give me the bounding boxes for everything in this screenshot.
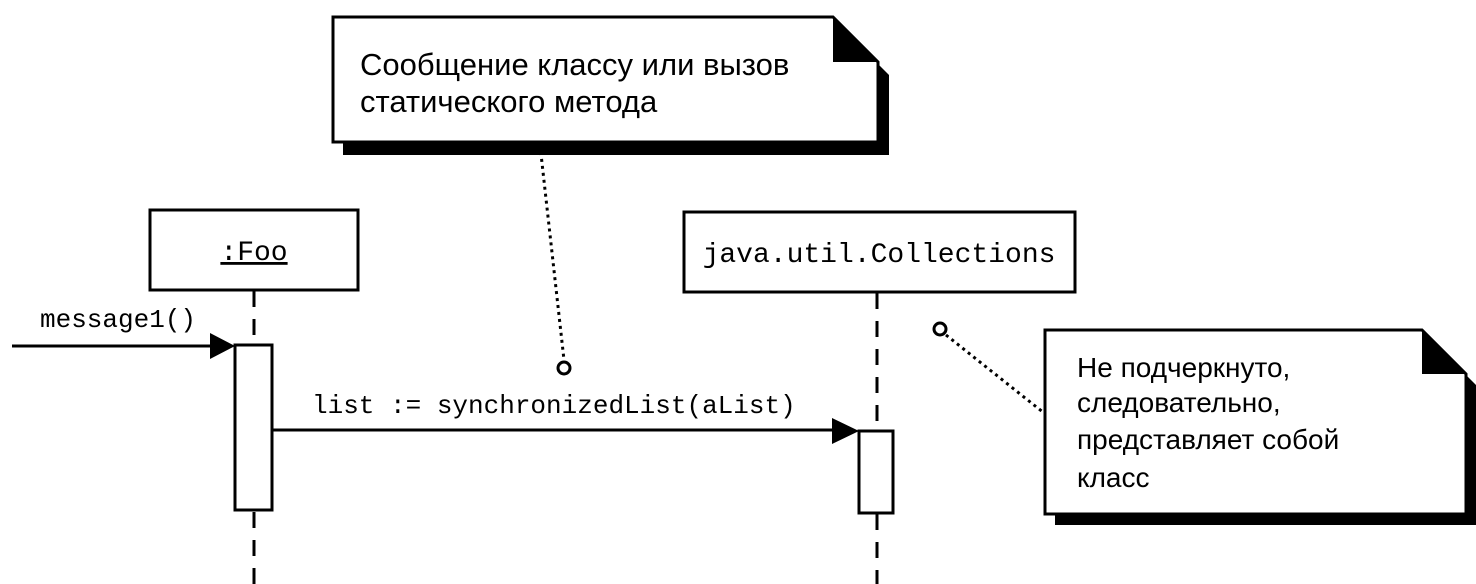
anchor-dotted-line <box>538 144 566 361</box>
note-not-underlined-line-3: представляет собой <box>1077 424 1339 455</box>
note-static-call-line-2: статического метода <box>360 84 658 119</box>
lifeline-collections: java.util.Collections <box>682 210 1077 584</box>
note-static-call-line-1: Сообщение классу или вызов <box>360 47 789 82</box>
note-not-underlined-fold <box>1422 330 1466 374</box>
note-not-underlined: Не подчеркнуто, следовательно, представл… <box>1043 328 1476 525</box>
message-call-label: list := synchronizedList(aList) <box>312 391 796 421</box>
activation-collections <box>857 429 895 515</box>
svg-text:Сообщение классу или вызов: Сообщение классу или вызов статического … <box>360 47 798 119</box>
note-static-call-anchor <box>538 144 572 376</box>
note-not-underlined-line-2: следовательно, <box>1077 387 1281 418</box>
note-static-call-body <box>331 15 880 144</box>
anchor-circle <box>932 321 948 337</box>
anchor-circle <box>556 360 572 376</box>
message-call: list := synchronizedList(aList) <box>272 391 859 444</box>
message-incoming: message1() <box>12 305 235 359</box>
note-static-call: Сообщение классу или вызов статического … <box>331 15 889 155</box>
lifeline-collections-head <box>682 210 1077 294</box>
message-call-arrowhead <box>832 418 859 444</box>
svg-text:Не подчеркнуто, следоват: Не подчеркнуто, следовательно, представл… <box>1077 352 1347 493</box>
note-not-underlined-body <box>1043 328 1468 516</box>
note-not-underlined-line-4: класс <box>1077 462 1149 493</box>
note-static-call-fold <box>833 17 878 62</box>
note-not-underlined-line-1: Не подчеркнуто, <box>1077 352 1290 383</box>
lifeline-foo-label: :Foo <box>220 238 287 269</box>
activation-foo <box>233 343 274 512</box>
anchor-dotted-line <box>945 333 1045 415</box>
lifeline-foo-head <box>148 208 360 292</box>
lifeline-collections-label: java.util.Collections <box>703 240 1056 271</box>
note-not-underlined-anchor <box>932 321 1045 415</box>
lifeline-foo: :Foo <box>148 208 360 584</box>
message-incoming-arrowhead <box>210 333 235 359</box>
message-incoming-label: message1() <box>40 305 196 335</box>
